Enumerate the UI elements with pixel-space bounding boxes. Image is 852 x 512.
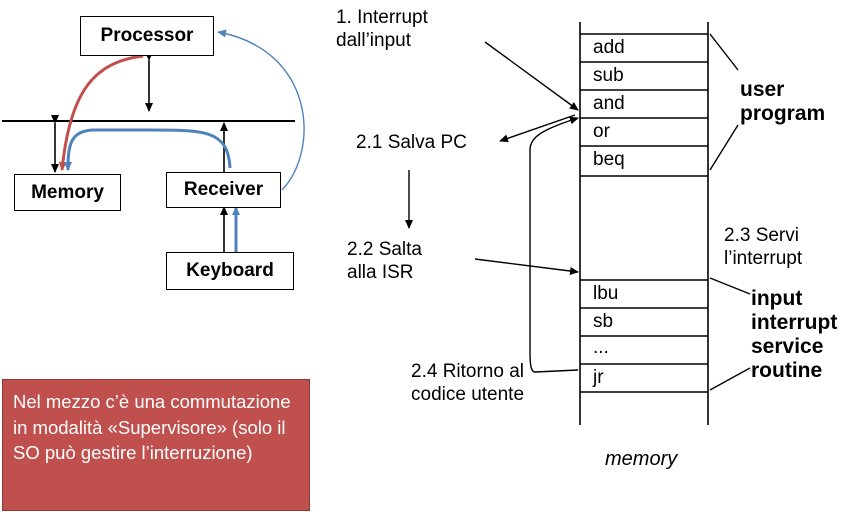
- memory-cell-add: add: [593, 37, 625, 58]
- memory-cell-sub: sub: [593, 65, 624, 86]
- interrupt-signal-path: [217, 29, 305, 191]
- blue-data-path: [64, 128, 232, 171]
- isr-bracket-bottom: [709, 367, 751, 391]
- memory-cell-jr: jr: [593, 367, 604, 388]
- arrow-interrupt: [484, 41, 579, 111]
- memory-cell-sb: sb: [593, 311, 614, 332]
- memory-caption: memory: [605, 448, 678, 470]
- user-bracket-bottom: [709, 124, 739, 171]
- arrow-jump-isr: [474, 258, 579, 275]
- memory-box: Memory: [14, 174, 121, 211]
- isr-label: input interrupt service routine: [751, 287, 838, 382]
- red-data-path: [58, 54, 144, 171]
- memory-cell-ellipsis: ...: [593, 337, 609, 358]
- isr-bracket-top: [709, 277, 751, 295]
- keyboard-box: Keyboard: [166, 252, 294, 290]
- processor-box: Processor: [80, 16, 214, 56]
- arrow-save-pc: [499, 114, 576, 143]
- step-2-1-label: 2.1 Salva PC: [356, 132, 467, 153]
- receiver-box: Receiver: [166, 172, 281, 208]
- user-bracket-top: [709, 33, 739, 71]
- supervisor-mode-note: Nel mezzo c’è una commutazione in modali…: [2, 379, 310, 511]
- memory-cell-beq: beq: [593, 149, 625, 170]
- memory-cell-and: and: [593, 93, 625, 114]
- memory-cell-lbu: lbu: [593, 283, 619, 304]
- memory-cell-or: or: [593, 121, 610, 142]
- arrow-return: [529, 116, 579, 373]
